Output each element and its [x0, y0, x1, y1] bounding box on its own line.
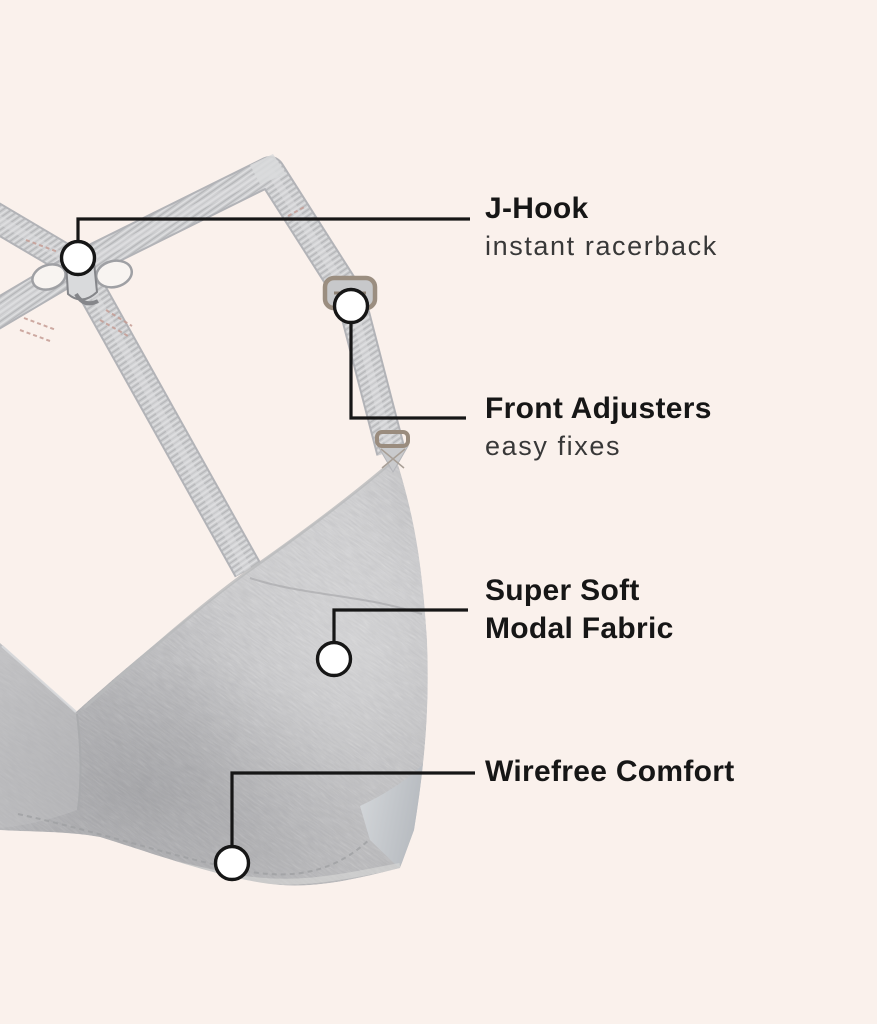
j-hook-tail: [74, 292, 99, 306]
left-panel-edge: [1, 645, 77, 713]
left-fabric-panel: [0, 643, 80, 828]
callout-marker-wirefree: [213, 844, 251, 882]
shoulder-straps: [0, 154, 406, 578]
callout-wirefree: Wirefree Comfort: [485, 753, 735, 791]
neckline-seam: [83, 458, 395, 710]
crossover-seam: [249, 577, 423, 615]
apex-loop: [375, 430, 410, 448]
underband: [360, 764, 423, 867]
callout-line-jhook: [76, 217, 470, 242]
callout-fabric-title-line2: Modal Fabric: [485, 612, 674, 645]
callout-jhook-title: J-Hook: [485, 192, 589, 225]
callout-line-wirefree: [230, 771, 475, 847]
gore-seam: [76, 713, 82, 811]
callout-wirefree-title: Wirefree Comfort: [485, 755, 735, 788]
callout-jhook: J-Hook instant racerback: [485, 190, 718, 264]
callout-marker-adjusters: [332, 287, 370, 325]
callout-marker-jhook: [59, 239, 97, 277]
callout-marker-fabric: [315, 640, 353, 678]
strap-apex-fold: [250, 154, 286, 184]
j-hook-ring-left: [31, 263, 67, 291]
callout-adjusters-subtitle: easy fixes: [485, 431, 622, 461]
strap-stitching: [19, 205, 307, 342]
apex-stitch-2: [381, 448, 406, 469]
strap-loop-hardware: [375, 430, 410, 474]
callout-adjusters: Front Adjusters easy fixes: [485, 390, 712, 464]
right-strap-texture: [0, 158, 404, 456]
callout-jhook-subtitle: instant racerback: [485, 231, 718, 261]
callout-adjusters-title: Front Adjusters: [485, 392, 712, 425]
callout-fabric: Super Soft Modal Fabric: [485, 572, 674, 648]
callout-line-fabric: [332, 608, 468, 643]
callout-fabric-title-line1: Super Soft: [485, 574, 640, 607]
callout-line-adjusters: [349, 322, 466, 420]
